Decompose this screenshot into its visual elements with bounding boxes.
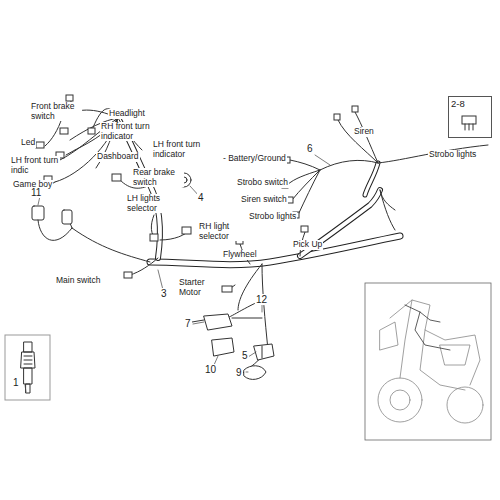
part-label: Front brake switch [30,102,82,121]
part-label: LH lights selector [126,194,174,213]
part-label: Led [20,138,36,148]
engine-parts [32,206,308,379]
kit-number: 2-8 [449,97,491,110]
engine-wires [222,232,305,375]
front-connectors [36,95,191,278]
kit-box: 2-8 [448,96,492,138]
part-label: RH front turn indicator [100,122,164,141]
callout-number: 1 [12,377,20,388]
part-label: Pick Up [292,240,323,250]
part-label: Strobo switch [236,178,289,188]
leader-lines [25,155,330,392]
callout-number: 6 [306,143,314,154]
part-label: Starter Motor [178,278,218,297]
part-label: Siren switch [240,195,288,205]
part-label: RH light selector [198,222,246,241]
rear-wires [287,112,488,230]
callout-number: 9 [235,367,243,378]
part-label: Headlight [108,109,146,119]
part-label: Rear brake switch [132,168,184,187]
part-label: Strobo lights [248,212,297,222]
callout-number: 12 [255,294,268,305]
main-harness [118,118,400,265]
part-label: Flywheel [222,250,258,260]
callout-number: 10 [204,364,217,375]
fuse-icon [462,116,476,130]
callout-number: 5 [241,350,249,361]
callout-number: 7 [184,318,192,329]
part-label: Dashboard [96,152,140,162]
part-label: LH front turn indic [10,156,60,175]
spark-plug [5,335,50,400]
part-label: Siren [353,127,375,137]
part-label: LH front turn indicator [152,140,216,159]
callout-number: 4 [197,192,205,203]
part-label: Strobo lights [428,150,477,160]
callout-number: 11 [30,187,42,198]
part-label: Main switch [55,276,101,286]
vehicle-inset [365,283,491,440]
front-wires [45,100,190,275]
part-label: - Battery/Ground [222,154,287,164]
callout-number: 3 [160,288,168,299]
rear-connectors [282,106,358,218]
